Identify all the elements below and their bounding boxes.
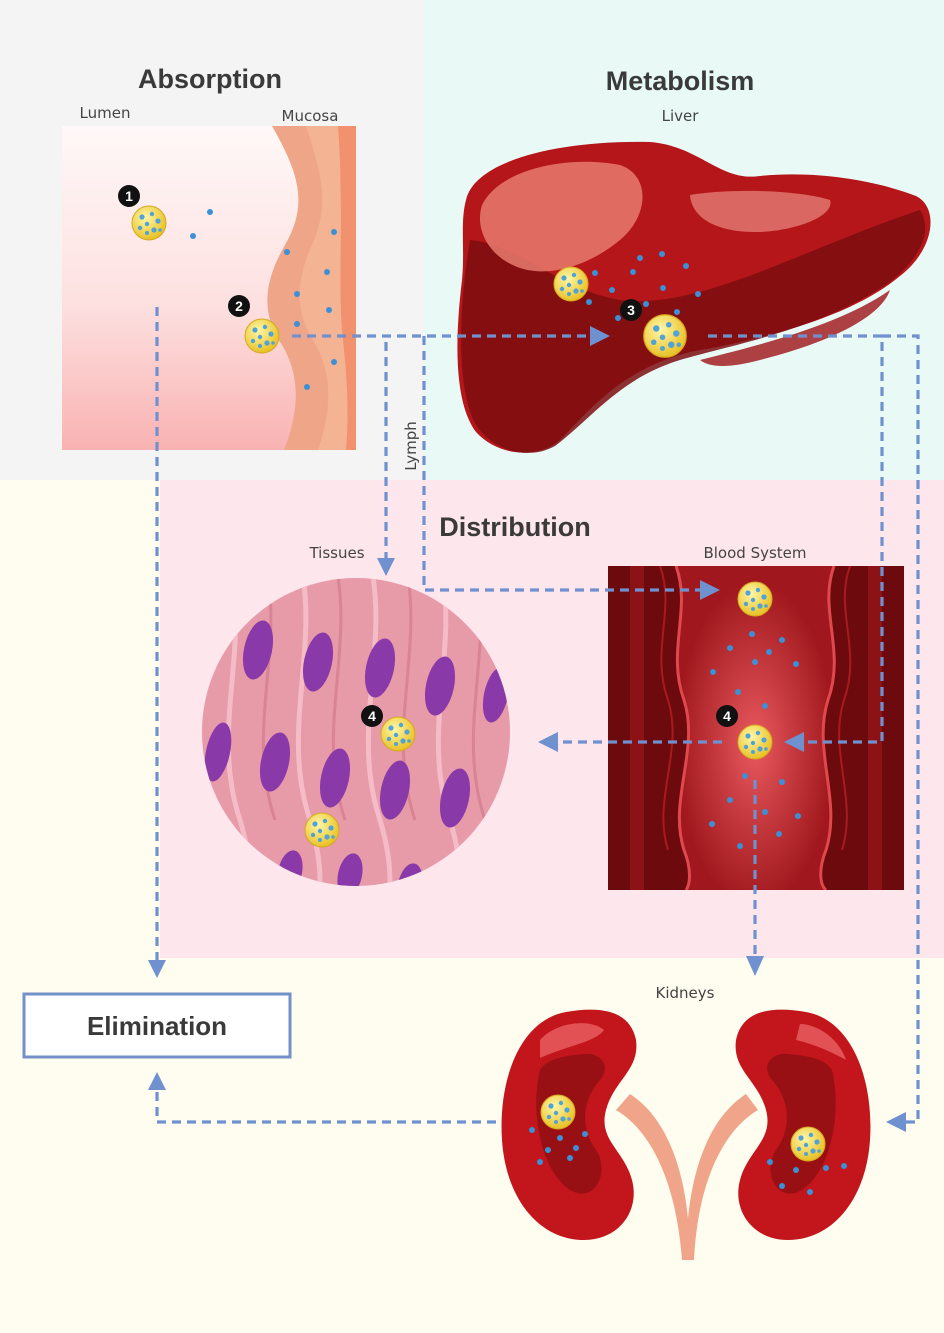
svg-text:2: 2 — [235, 298, 243, 314]
absorption-title: Absorption — [138, 64, 282, 94]
distribution-title: Distribution — [439, 512, 590, 542]
blood-vessel-illustration — [608, 566, 904, 890]
step-marker-4-tissues: 4 — [361, 705, 383, 727]
flow-arrows — [148, 307, 920, 1132]
liver-highlight — [479, 161, 643, 272]
step-marker-3: 3 — [620, 299, 642, 321]
mucosa-outer-layer — [338, 126, 356, 450]
tissues-label: Tissues — [308, 544, 364, 562]
drug-particle — [380, 716, 416, 752]
liver-underside — [461, 210, 926, 453]
arrowhead — [377, 558, 395, 576]
kidney-molecules — [529, 1127, 847, 1195]
arrow-liver-to-blood — [708, 334, 884, 744]
ureter-left — [616, 1094, 690, 1260]
arrow-kidneys-to-elimination — [155, 1090, 496, 1124]
blood-system-label: Blood System — [703, 544, 806, 562]
arrowhead — [886, 1112, 906, 1132]
svg-text:4: 4 — [368, 708, 376, 724]
drug-particle — [540, 1094, 576, 1130]
step-marker-1: 1 — [118, 185, 140, 207]
kidneys-label: Kidneys — [656, 984, 715, 1002]
drug-particle — [131, 205, 167, 241]
absorbed-molecules — [190, 209, 337, 390]
kidneys-illustration — [501, 1009, 871, 1260]
arrow-liver-to-kidneys — [882, 334, 920, 1124]
drug-particle — [304, 812, 340, 848]
metabolized-molecules — [586, 251, 701, 321]
metabolism-title: Metabolism — [606, 66, 755, 96]
drug-particle — [737, 581, 773, 617]
step-marker-2: 2 — [228, 295, 250, 317]
svg-text:1: 1 — [125, 188, 133, 204]
arrowhead — [784, 732, 804, 752]
step-marker-4-blood: 4 — [716, 705, 738, 727]
blood-molecules — [709, 631, 801, 849]
lymph-label: Lymph — [402, 421, 420, 471]
arrowhead — [148, 960, 166, 978]
svg-text:3: 3 — [627, 302, 635, 318]
cell-nuclei — [204, 620, 510, 886]
elimination-label: Elimination — [87, 1011, 227, 1041]
arrowhead — [700, 580, 720, 600]
tissue-illustration — [202, 578, 510, 886]
liver-label: Liver — [662, 107, 700, 125]
mucosa-label: Mucosa — [282, 107, 339, 125]
liver-illustration — [457, 141, 931, 453]
svg-text:4: 4 — [723, 708, 731, 724]
lumen-label: Lumen — [80, 104, 131, 122]
liver-lobe — [700, 290, 890, 366]
drug-particle — [643, 314, 687, 358]
intestine-illustration — [62, 126, 356, 450]
arrowhead — [148, 1072, 166, 1090]
arrowhead — [590, 326, 610, 346]
arrow-lymph-to-blood — [422, 336, 700, 592]
drug-particle — [737, 724, 773, 760]
arrowhead — [746, 956, 764, 976]
drug-particle — [790, 1126, 826, 1162]
liver-highlight — [690, 190, 831, 233]
drug-particle — [244, 318, 280, 354]
arrowhead — [538, 732, 558, 752]
drug-particle — [553, 266, 589, 302]
ureter-right — [686, 1094, 758, 1260]
elimination-box: Elimination — [22, 992, 292, 1059]
